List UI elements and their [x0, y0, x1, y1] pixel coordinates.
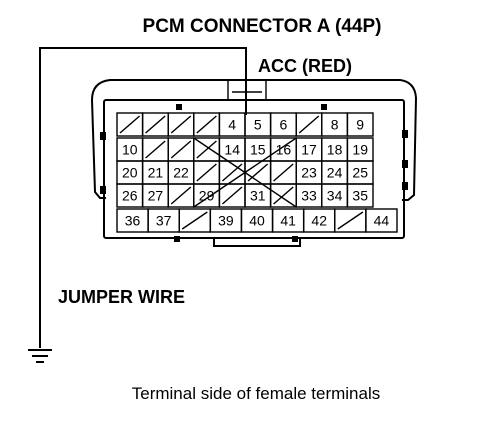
terminal-20: 20 [122, 165, 138, 181]
empty-terminal-mark [145, 115, 166, 134]
terminal-41: 41 [280, 213, 296, 229]
terminal-39: 39 [218, 213, 234, 229]
jumper-wire-label: JUMPER WIRE [58, 287, 185, 307]
empty-terminal-mark [196, 140, 217, 159]
terminal-25: 25 [352, 165, 368, 181]
terminal-4: 4 [228, 117, 236, 133]
acc-label: ACC (RED) [258, 56, 352, 76]
terminal-24: 24 [327, 165, 343, 181]
terminal-22: 22 [173, 165, 189, 181]
terminal-33: 33 [301, 188, 317, 204]
empty-terminal-mark [181, 211, 208, 230]
jumper-wire [39, 47, 247, 348]
terminal-cell [346, 183, 374, 208]
terminal-grid: 4 5 6 8 9 10 14 15 16 17 18 19 20 21 22 23 24 25 26 27 29 31 3… [116, 112, 398, 233]
terminal-42: 42 [311, 213, 327, 229]
empty-terminal-mark [247, 163, 269, 182]
connector-housing [90, 79, 418, 247]
terminal-36: 36 [125, 213, 141, 229]
terminal-15: 15 [250, 142, 266, 158]
terminal-26: 26 [122, 188, 138, 204]
terminal-6: 6 [280, 117, 288, 133]
terminal-9: 9 [356, 117, 364, 133]
empty-terminal-mark [196, 115, 217, 134]
terminal-29: 29 [199, 188, 215, 204]
empty-terminal-mark [273, 163, 294, 182]
terminal-21: 21 [148, 165, 164, 181]
terminal-19: 19 [352, 142, 368, 158]
terminal-18: 18 [327, 142, 343, 158]
terminal-23: 23 [301, 165, 317, 181]
terminal-35: 35 [352, 188, 368, 204]
terminal-14: 14 [224, 142, 240, 158]
empty-terminal-mark [170, 115, 192, 134]
empty-terminal-mark [170, 186, 192, 205]
empty-terminal-mark [337, 211, 364, 230]
terminal-34: 34 [327, 188, 343, 204]
terminal-31: 31 [250, 188, 266, 204]
empty-terminal-mark [119, 115, 141, 134]
caption: Terminal side of female terminals [132, 384, 380, 403]
blank-area-cross [193, 137, 297, 208]
empty-terminal-mark [221, 186, 243, 205]
terminal-17: 17 [301, 142, 317, 158]
empty-terminal-mark [273, 186, 294, 205]
empty-terminal-mark [221, 163, 243, 182]
terminal-16: 16 [276, 142, 292, 158]
terminal-40: 40 [249, 213, 265, 229]
terminal-cell [346, 112, 374, 137]
terminal-37: 37 [156, 213, 172, 229]
diagram-title: PCM CONNECTOR A (44P) [143, 16, 382, 37]
empty-terminal-mark [298, 115, 320, 134]
empty-terminal-mark [170, 140, 192, 159]
terminal-8: 8 [331, 117, 339, 133]
terminal-cell [365, 208, 398, 233]
terminal-27: 27 [148, 188, 164, 204]
terminal-10: 10 [122, 142, 138, 158]
empty-terminal-mark [145, 140, 166, 159]
terminal-5: 5 [254, 117, 262, 133]
terminal-44: 44 [374, 213, 390, 229]
ground-icon [28, 349, 52, 363]
empty-terminal-mark [196, 163, 217, 182]
